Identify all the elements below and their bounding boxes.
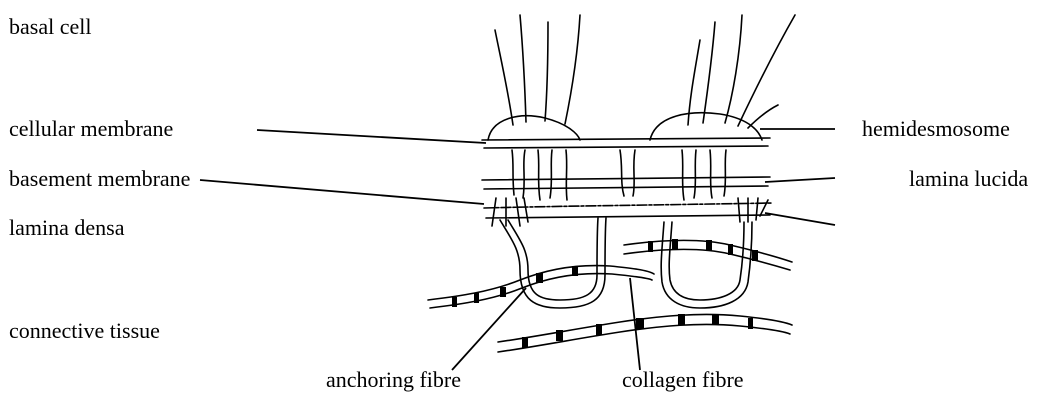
cellular-membrane-band (482, 138, 770, 140)
hemidesmosome-right (650, 113, 762, 140)
leader-lamina-densa (765, 213, 835, 225)
label-basal-cell: basal cell (9, 16, 91, 38)
label-connective-tissue: connective tissue (9, 320, 160, 342)
label-basement-membrane: basement membrane (9, 168, 190, 190)
label-lamina-densa: lamina densa (9, 217, 124, 239)
leader-anchoring-fibre (452, 288, 526, 370)
basal-cell-filaments-left (495, 15, 580, 125)
label-cellular-membrane: cellular membrane (9, 118, 173, 140)
anchoring-fibre-loop-right (661, 222, 752, 308)
lamina-lucida-band (482, 177, 770, 180)
label-lamina-lucida: lamina lucida (909, 168, 1028, 190)
leader-lamina-lucida (765, 178, 835, 182)
leader-cellular-membrane (257, 130, 486, 143)
lamina-densa-band (484, 203, 772, 208)
basal-cell-filaments-right (688, 15, 795, 128)
label-anchoring-fibre: anchoring fibre (326, 369, 461, 391)
leader-basement-membrane (200, 180, 484, 204)
label-collagen-fibre: collagen fibre (622, 369, 744, 391)
anchoring-filaments (512, 150, 726, 200)
label-hemidesmosome: hemidesmosome (862, 118, 1010, 140)
